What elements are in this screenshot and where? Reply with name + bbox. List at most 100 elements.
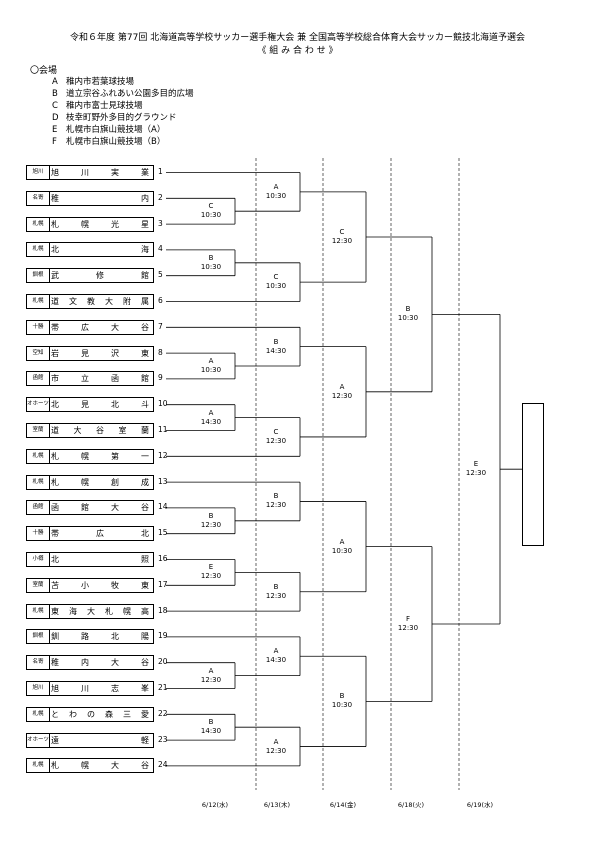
team-name: 旭川志峯 xyxy=(51,684,149,693)
team-name: 帯広北 xyxy=(51,529,149,539)
match-venue: A xyxy=(339,382,345,391)
match-date: 6/12(水) xyxy=(201,801,229,809)
team-row: 札幌道文教大附属 xyxy=(26,294,154,309)
team-number: 21 xyxy=(158,683,168,692)
team-name: 函館大谷 xyxy=(51,503,149,513)
team-row: 札幌札幌創成 xyxy=(26,474,154,490)
match-venue: B xyxy=(405,305,411,314)
match-time: 14:30 xyxy=(200,417,222,426)
team-row: 小樽北照 xyxy=(26,552,154,567)
team-region: 函館 xyxy=(27,501,50,515)
match-time: 12:30 xyxy=(397,624,419,632)
match-time: 12:30 xyxy=(331,237,353,245)
team-number: 2 xyxy=(158,192,163,202)
page-subtitle: 《 組 み 合 わ せ 》 xyxy=(257,46,338,56)
team-region: 名寄 xyxy=(27,656,50,670)
match-time: 10:30 xyxy=(265,282,287,291)
team-name: 苫小牧東 xyxy=(51,580,149,590)
team-number: 20 xyxy=(158,657,168,667)
team-name: 稚内 xyxy=(51,193,149,203)
team-number: 10 xyxy=(158,399,168,409)
team-row: 室蘭苫小牧東 xyxy=(26,577,154,593)
team-name: 市立函館 xyxy=(51,374,149,384)
team-region: 函館 xyxy=(27,372,50,386)
venue-item: D 枝幸町野外多目的グラウンド xyxy=(52,111,177,123)
team-row: 十勝帯広北 xyxy=(26,526,154,542)
match-time: 12:30 xyxy=(331,391,353,400)
team-row: 釧根武修館 xyxy=(26,268,154,284)
match-time: 10:30 xyxy=(331,546,353,555)
match-time: 10:30 xyxy=(200,211,222,220)
team-region: 釧根 xyxy=(27,269,50,283)
champion-box xyxy=(522,403,544,546)
venue-name: 枝幸町野外多目的グラウンド xyxy=(66,113,177,123)
team-region: 札幌 xyxy=(27,295,50,308)
team-number: 11 xyxy=(158,425,168,434)
match-venue: B xyxy=(273,492,279,501)
team-name: 道文教大附属 xyxy=(51,297,149,306)
team-row: 札幌とわの森三愛 xyxy=(26,706,154,722)
team-name: 旭川実業 xyxy=(51,168,149,177)
team-number: 18 xyxy=(158,605,168,615)
team-row: 札幌東海大札幌高 xyxy=(26,603,154,619)
team-number: 22 xyxy=(158,708,168,718)
team-number: 19 xyxy=(158,631,168,641)
team-region: オホーツク xyxy=(27,733,50,747)
match-venue: B xyxy=(208,511,214,520)
match-venue: C xyxy=(208,202,214,211)
team-name: 札幌創成 xyxy=(51,477,149,487)
match-date: 6/14(金) xyxy=(329,801,357,809)
match-time: 12:30 xyxy=(200,572,222,581)
match-venue: C xyxy=(273,273,279,282)
match-venue: E xyxy=(208,563,214,572)
venue-key: D xyxy=(52,113,59,123)
match-venue: B xyxy=(339,692,345,701)
team-number: 3 xyxy=(158,218,163,228)
match-time: 14:30 xyxy=(265,346,287,355)
match-time: 10:30 xyxy=(397,314,419,323)
team-name: 北見北斗 xyxy=(51,400,149,410)
team-row: 空知岩見沢東 xyxy=(26,345,154,361)
venue-key: C xyxy=(52,101,58,111)
match-time: 14:30 xyxy=(200,727,222,736)
team-region: 室蘭 xyxy=(27,424,50,437)
team-number: 24 xyxy=(158,760,168,770)
match-time: 10:30 xyxy=(200,366,222,374)
team-name: 釧路北陽 xyxy=(51,632,149,642)
team-region: 札幌 xyxy=(27,475,50,489)
match-venue: B xyxy=(273,582,279,591)
team-name: 武修館 xyxy=(51,271,149,281)
venue-name: 稚内市若葉球技場 xyxy=(66,77,135,87)
team-row: 函館函館大谷 xyxy=(26,500,154,516)
match-venue: E xyxy=(473,460,479,469)
match-venue: F xyxy=(405,615,411,623)
team-region: 名寄 xyxy=(27,191,50,205)
team-number: 4 xyxy=(158,244,163,254)
match-venue: A xyxy=(273,182,279,191)
venue-name: 稚内市富士見球技場 xyxy=(66,101,143,111)
match-venue: A xyxy=(339,537,345,546)
team-region: 札幌 xyxy=(27,449,50,463)
team-row: 名寄稚内大谷 xyxy=(26,655,154,671)
team-region: 十勝 xyxy=(27,527,50,541)
team-name: 稚内大谷 xyxy=(51,658,149,668)
venue-heading: 〇会場 xyxy=(30,66,58,76)
team-row: 名寄稚内 xyxy=(26,190,154,206)
team-number: 6 xyxy=(158,296,163,305)
